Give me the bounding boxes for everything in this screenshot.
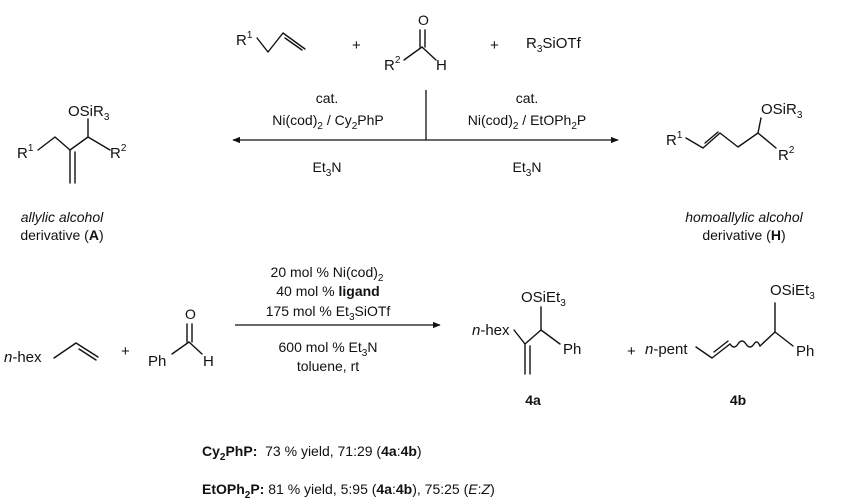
- svg-text:n-pent: n-pent: [645, 341, 688, 358]
- svg-text:40 mol % ligand: 40 mol % ligand: [276, 283, 379, 299]
- right-conditions: cat. Ni(cod)2 / EtOPh2P Et3N: [468, 90, 587, 179]
- svg-text:n-hex: n-hex: [4, 349, 42, 366]
- svg-text:Ph: Ph: [148, 353, 166, 370]
- plus-sign: +: [490, 37, 499, 54]
- caption-homoallylic-alcohol: homoallylic alcohol: [685, 209, 803, 225]
- result-etoph2p: EtOPh2P: 81 % yield, 5:95 (4a:4b), 75:25…: [202, 481, 495, 501]
- svg-text:cat.: cat.: [516, 90, 539, 106]
- svg-text:cat.: cat.: [316, 90, 339, 106]
- svg-text:20 mol % Ni(cod)2: 20 mol % Ni(cod)2: [271, 264, 384, 284]
- label-4b: 4b: [730, 392, 746, 408]
- svg-text:R1: R1: [236, 30, 253, 49]
- result-cy2php: Cy2PhP: 73 % yield, 71:29 (4a:4b): [202, 443, 422, 463]
- svg-text:n-hex: n-hex: [472, 322, 510, 339]
- svg-text:600 mol % Et3N: 600 mol % Et3N: [279, 339, 378, 359]
- caption-allylic-alcohol: allylic alcohol: [21, 209, 104, 225]
- svg-text:OSiEt3: OSiEt3: [770, 282, 815, 302]
- plus-sign: +: [352, 37, 361, 54]
- svg-text:OSiEt3: OSiEt3: [521, 289, 566, 309]
- label-4a: 4a: [525, 392, 541, 408]
- svg-text:Ph: Ph: [563, 341, 581, 358]
- svg-text:OSiR3: OSiR3: [68, 103, 110, 123]
- product-4a: OSiEt3 n-hex Ph: [472, 289, 581, 375]
- svg-text:R2: R2: [110, 143, 127, 162]
- reactant-aldehyde-r2: O R2 H: [384, 12, 447, 74]
- bottom-conditions: 20 mol % Ni(cod)2 40 mol % ligand 175 mo…: [266, 264, 391, 374]
- svg-text:OSiR3: OSiR3: [761, 101, 803, 121]
- svg-text:R1: R1: [17, 143, 34, 162]
- svg-text:Ph: Ph: [796, 343, 814, 360]
- product-allylic-alcohol: OSiR3 R1 R2: [17, 103, 127, 184]
- reactant-silyl-triflate: R3SiOTf: [526, 35, 582, 55]
- svg-text:Ni(cod)2 / EtOPh2P: Ni(cod)2 / EtOPh2P: [468, 112, 587, 132]
- reactant-1-octene: n-hex: [4, 342, 99, 366]
- product-homoallylic-alcohol: OSiR3 R1 R2: [666, 101, 803, 164]
- svg-text:H: H: [203, 353, 214, 370]
- reactant-benzaldehyde: O Ph H: [148, 306, 214, 370]
- svg-text:O: O: [185, 306, 196, 322]
- svg-text:R2: R2: [778, 145, 795, 164]
- svg-text:R1: R1: [666, 130, 683, 149]
- svg-text:Et3N: Et3N: [313, 159, 342, 179]
- svg-text:Et3N: Et3N: [513, 159, 542, 179]
- reactant-allyl-r1: R1: [236, 30, 306, 53]
- svg-text:O: O: [418, 12, 429, 28]
- svg-text:175 mol % Et3SiOTf: 175 mol % Et3SiOTf: [266, 303, 391, 323]
- plus-sign: +: [121, 343, 130, 360]
- left-conditions: cat. Ni(cod)2 / Cy2PhP Et3N: [272, 90, 384, 179]
- svg-text:R2: R2: [384, 55, 401, 74]
- svg-text:H: H: [436, 57, 447, 74]
- caption-derivative-h: derivative (H): [702, 227, 785, 243]
- svg-text:toluene, rt: toluene, rt: [297, 358, 359, 374]
- product-4b: OSiEt3 n-pent Ph: [645, 282, 815, 360]
- plus-sign: +: [627, 343, 636, 360]
- caption-derivative-a: derivative (A): [20, 227, 103, 243]
- svg-text:Ni(cod)2 / Cy2PhP: Ni(cod)2 / Cy2PhP: [272, 112, 384, 132]
